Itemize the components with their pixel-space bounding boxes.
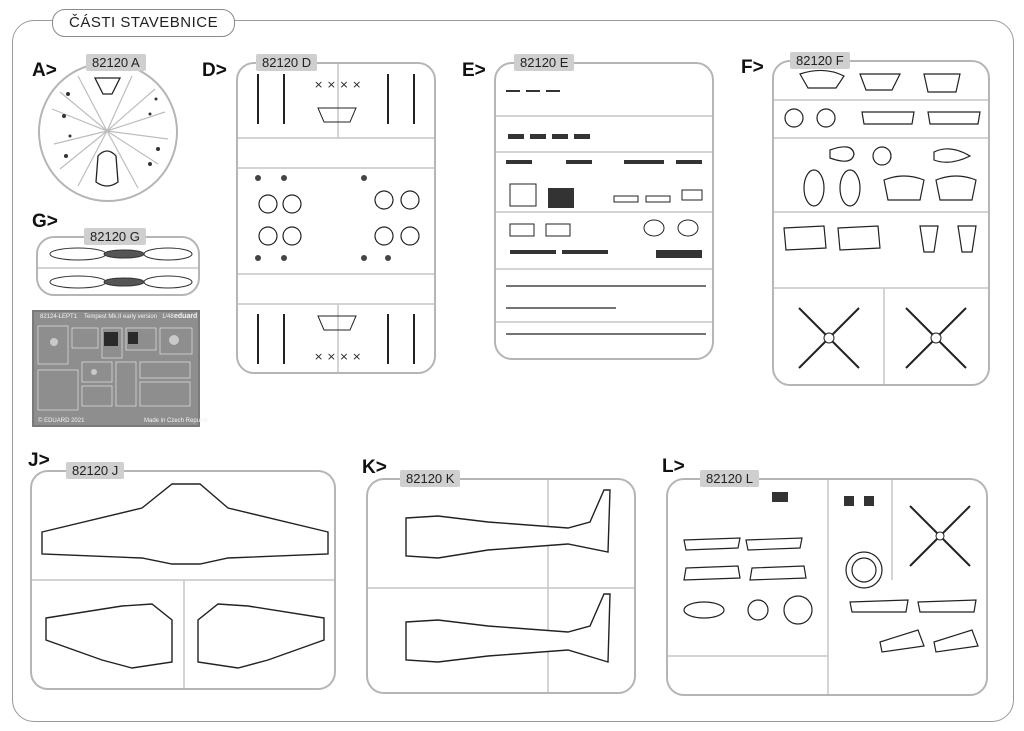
sprue-e bbox=[494, 62, 714, 360]
sprue-f-parts bbox=[774, 69, 988, 384]
sprue-l-label: 82120 L bbox=[700, 470, 759, 487]
sprue-e-parts bbox=[496, 90, 712, 335]
sprue-g-parts bbox=[38, 247, 198, 289]
sprue-l bbox=[666, 478, 988, 696]
sprue-j bbox=[30, 470, 336, 690]
photoetch-copyright: © EDUARD 2021 bbox=[38, 418, 85, 424]
sprue-g-label: 82120 G bbox=[84, 228, 146, 245]
photoetch-brand: eduard bbox=[174, 313, 198, 320]
section-letter-a: A> bbox=[32, 60, 57, 81]
sprue-f-label: 82120 F bbox=[790, 52, 850, 69]
svg-text:× × × ×: × × × × bbox=[314, 78, 361, 91]
section-letter-d: D> bbox=[202, 60, 227, 81]
photoetch-fret: 82124-LEPT1 Tempest Mk.II early version … bbox=[32, 310, 209, 427]
sprue-k bbox=[366, 478, 636, 694]
sprue-j-parts bbox=[32, 483, 334, 688]
photoetch-code: 82124-LEPT1 bbox=[40, 314, 78, 320]
photoetch-scale: 1/48 bbox=[162, 314, 174, 320]
sprue-a-label: 82120 A bbox=[86, 54, 146, 71]
sprue-k-parts bbox=[368, 480, 634, 692]
section-letter-j: J> bbox=[28, 450, 50, 471]
sprue-l-parts bbox=[668, 480, 979, 694]
sprue-g bbox=[36, 236, 200, 296]
sprue-d-label: 82120 D bbox=[256, 54, 318, 71]
section-letter-l: L> bbox=[662, 456, 685, 477]
section-letter-f: F> bbox=[741, 57, 764, 78]
page-frame bbox=[12, 20, 1014, 722]
page-title: ČÁSTI STAVEBNICE bbox=[52, 9, 236, 37]
sprue-a-parts bbox=[51, 75, 169, 189]
photoetch-origin: Made in Czech Republic bbox=[144, 418, 210, 424]
photoetch-name: Tempest Mk.II early version bbox=[84, 314, 158, 320]
sprue-d-parts: × × × × × × × × bbox=[238, 64, 434, 372]
svg-text:× × × ×: × × × × bbox=[314, 350, 361, 363]
section-letter-e: E> bbox=[462, 60, 486, 81]
section-letter-k: K> bbox=[362, 457, 387, 478]
photoetch-parts bbox=[37, 325, 193, 411]
sprue-e-label: 82120 E bbox=[514, 54, 575, 71]
sprue-j-label: 82120 J bbox=[66, 462, 125, 479]
sprue-k-label: 82120 K bbox=[400, 470, 461, 487]
section-letter-g: G> bbox=[32, 211, 58, 232]
sprue-f bbox=[772, 60, 990, 386]
sprue-d: × × × × × × × × bbox=[236, 62, 436, 374]
sprue-a bbox=[38, 62, 178, 202]
